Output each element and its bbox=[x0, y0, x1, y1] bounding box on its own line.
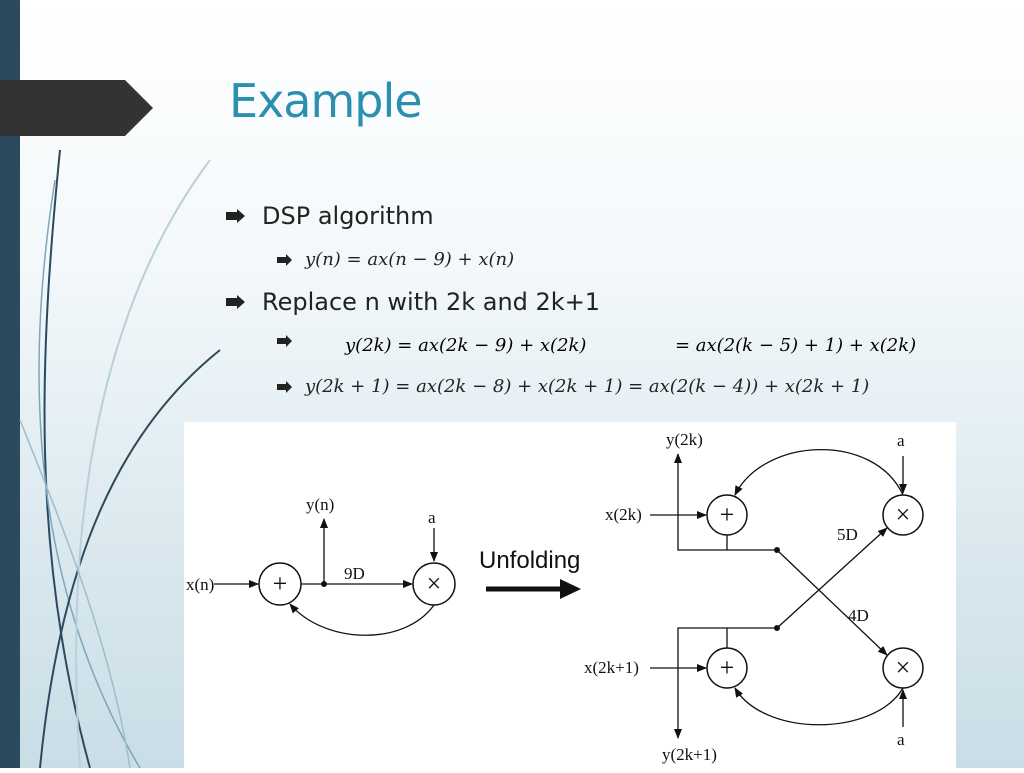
label-output-top: y(2k) bbox=[666, 430, 703, 449]
label-delay-4d: 4D bbox=[848, 606, 869, 625]
label-coef-top: a bbox=[897, 431, 905, 450]
original-dfg: + × x(n) y(n) a 9D bbox=[186, 495, 456, 636]
unfolding-label: Unfolding bbox=[479, 547, 580, 574]
bullet-arrow-icon bbox=[277, 335, 292, 347]
output-bottom-edge bbox=[674, 627, 728, 739]
sub-bullet-equation-y2k bbox=[277, 335, 293, 347]
label-coef: a bbox=[428, 508, 436, 527]
output-top-edge bbox=[674, 453, 728, 551]
label-delay: 9D bbox=[344, 564, 365, 583]
label-input-top: x(2k) bbox=[605, 505, 642, 524]
unfolding-arrow: Unfolding bbox=[479, 547, 581, 599]
sub-bullet-equation-y2k1: y(2k + 1) = ax(2k − 8) + x(2k + 1) = ax(… bbox=[277, 376, 869, 397]
sub-bullet-equation-yn: y(n) = ax(n − 9) + x(n) bbox=[277, 249, 514, 270]
equation-y2k1: y(2k + 1) = ax(2k − 8) + x(2k + 1) = ax(… bbox=[305, 376, 870, 397]
label-input: x(n) bbox=[186, 575, 214, 594]
bullet-text: Replace n with 2k and 2k+1 bbox=[262, 288, 601, 316]
label-delay-5d: 5D bbox=[837, 525, 858, 544]
feedback-edge bbox=[289, 603, 435, 636]
unfolding-figure: + × x(n) y(n) a 9D Unfolding + bbox=[184, 422, 956, 768]
label-input-bottom: x(2k+1) bbox=[584, 658, 639, 677]
bullet-arrow-icon bbox=[277, 253, 292, 266]
title-tab-shape bbox=[0, 80, 153, 136]
delay-4d-edge bbox=[776, 549, 888, 656]
left-sidebar-bar bbox=[0, 0, 20, 768]
slide-title: Example bbox=[229, 74, 423, 128]
unfolded-dfg: + × + × bbox=[584, 430, 924, 764]
feedback-top-edge bbox=[734, 448, 904, 496]
times-icon: × bbox=[896, 500, 911, 529]
label-coef-bottom: a bbox=[897, 730, 905, 749]
plus-icon: + bbox=[720, 500, 735, 529]
label-output-bottom: y(2k+1) bbox=[662, 745, 717, 764]
bullet-dsp-algorithm: DSP algorithm bbox=[226, 202, 434, 230]
decorative-curves bbox=[19, 149, 221, 768]
times-icon: × bbox=[896, 653, 911, 682]
bullet-replace-n: Replace n with 2k and 2k+1 bbox=[226, 288, 600, 316]
equation-y2k-left: y(2k) = ax(2k − 9) + x(2k) bbox=[345, 335, 587, 356]
equation-yn: y(n) = ax(n − 9) + x(n) bbox=[305, 249, 515, 270]
delay-5d-edge bbox=[776, 527, 888, 629]
feedback-bottom-edge bbox=[734, 687, 904, 726]
bullet-arrow-icon bbox=[226, 295, 245, 309]
bullet-arrow-icon bbox=[226, 209, 245, 223]
plus-icon: + bbox=[720, 653, 735, 682]
unfolding-diagram: + × x(n) y(n) a 9D Unfolding + bbox=[186, 430, 924, 764]
label-output: y(n) bbox=[306, 495, 334, 514]
plus-icon: + bbox=[273, 569, 288, 598]
equation-y2k-right: = ax(2(k − 5) + 1) + x(2k) bbox=[675, 335, 917, 356]
times-icon: × bbox=[427, 569, 442, 598]
bullet-text: DSP algorithm bbox=[262, 202, 434, 230]
arrow-head-icon bbox=[560, 579, 581, 599]
bullet-arrow-icon bbox=[277, 380, 292, 393]
